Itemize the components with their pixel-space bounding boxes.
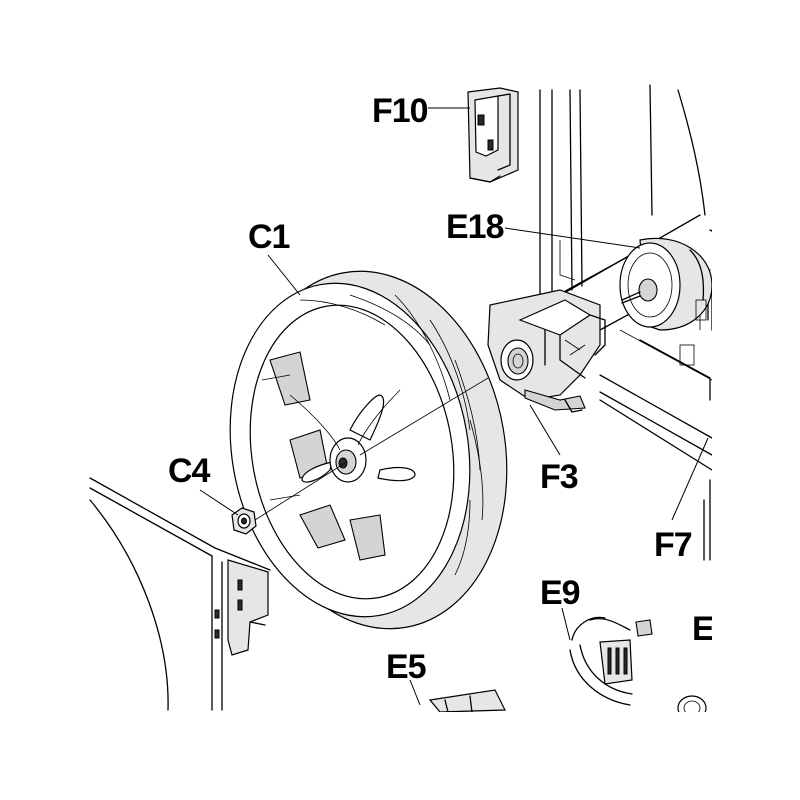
callout-e-partial: E xyxy=(692,610,714,648)
wire-harness-e9 xyxy=(569,616,653,706)
shaft-axis-line xyxy=(254,377,489,521)
callout-f3: F3 xyxy=(540,458,578,496)
leader-f3 xyxy=(529,404,561,456)
callout-e18: E18 xyxy=(446,208,504,246)
callout-e9: E9 xyxy=(540,574,580,612)
chassis-frame xyxy=(539,84,746,561)
left-side-panel xyxy=(89,477,271,711)
blower-wheel-c1 xyxy=(229,270,508,630)
callout-e5: E5 xyxy=(386,648,426,686)
leader-c4 xyxy=(199,489,239,516)
callout-f7: F7 xyxy=(654,526,692,564)
leader-lines xyxy=(199,107,709,706)
leader-e9 xyxy=(561,607,571,641)
leader-e18 xyxy=(504,227,641,249)
motor-mount-f3 xyxy=(487,289,606,413)
callout-f10: F10 xyxy=(372,92,428,130)
bracket-e5 xyxy=(428,689,506,713)
leader-e5 xyxy=(409,679,421,706)
bracket-f10 xyxy=(467,87,519,183)
leader-c1 xyxy=(267,254,301,296)
callout-c4: C4 xyxy=(168,452,211,490)
callout-c1: C1 xyxy=(248,218,290,256)
fan-motor-e18 xyxy=(619,237,713,331)
leader-f7 xyxy=(671,437,709,521)
